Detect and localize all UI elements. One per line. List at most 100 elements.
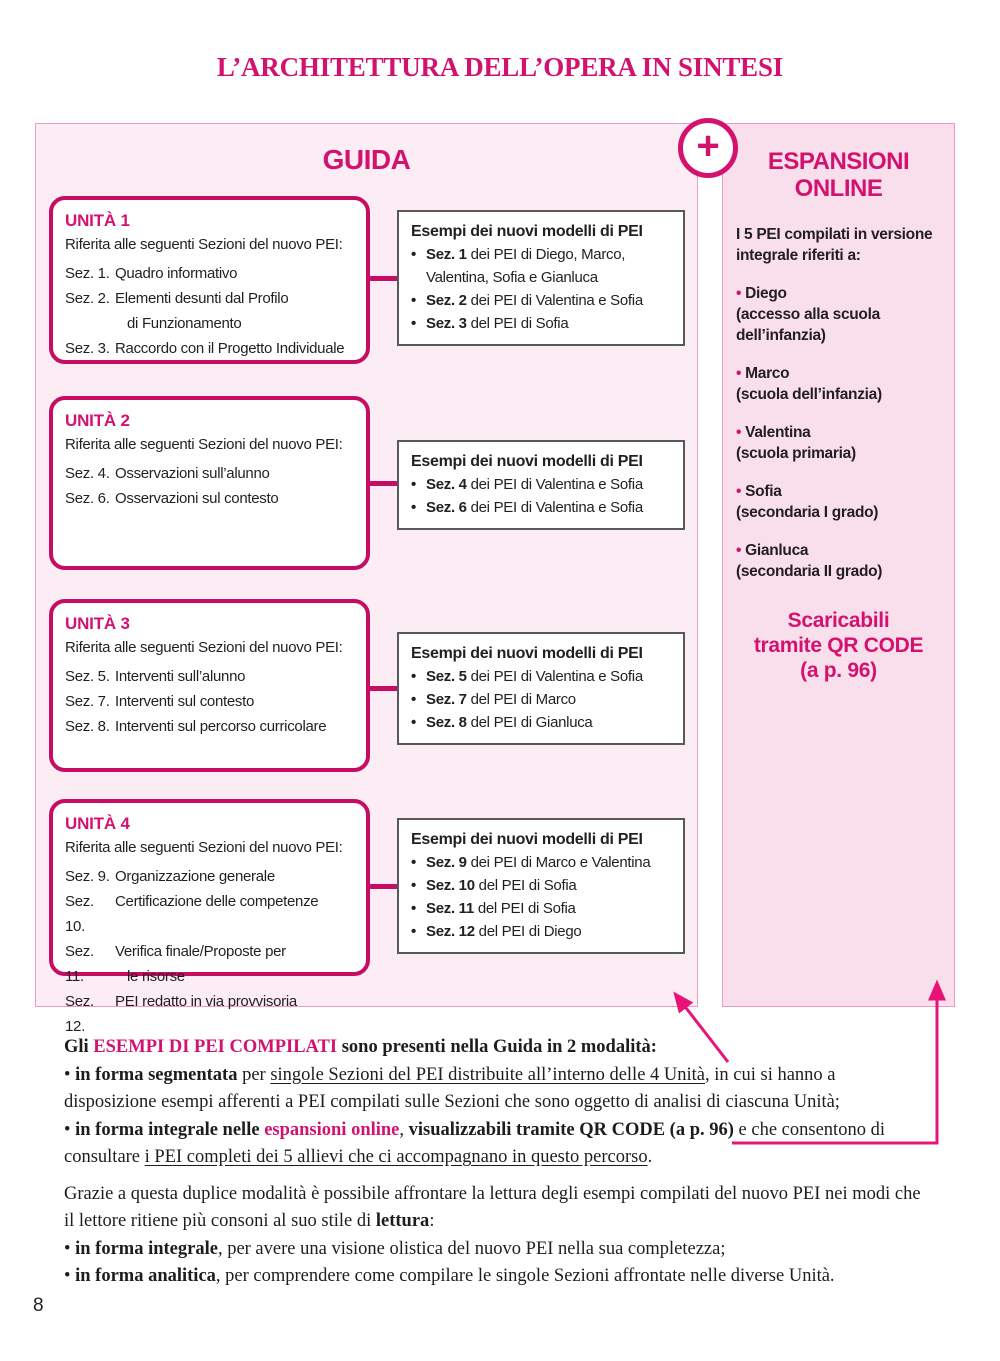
footer-p1-bullet-2: • in forma integrale nelle espansioni on… bbox=[64, 1119, 885, 1168]
section-row: Sez. 11. Verifica finale/Proposte per le… bbox=[65, 939, 354, 989]
connector-line-1 bbox=[366, 276, 399, 281]
esempi-item: • Sez. 6 dei PEI di Valentina e Sofia bbox=[411, 496, 671, 519]
student-detail: (scuola primaria) bbox=[736, 445, 856, 462]
unit-subtitle: Riferita alle seguenti Sezioni del nuovo… bbox=[65, 839, 343, 856]
student-detail: (accesso alla scuola dell’infanzia) bbox=[736, 306, 880, 344]
section-list: Sez. 1. Quadro informativo Sez. 2. Eleme… bbox=[65, 261, 354, 361]
section-label: Sez. 7. bbox=[65, 693, 110, 710]
bullet-icon: • bbox=[411, 877, 416, 894]
esempi-item: • Sez. 8 del PEI di Gianluca bbox=[411, 711, 671, 734]
esempi-item: • Sez. 1 dei PEI di Diego, Marco, Valent… bbox=[411, 243, 671, 289]
bullet-icon: • bbox=[411, 854, 416, 871]
section-text: Osservazioni sul contesto bbox=[115, 490, 279, 507]
espansioni-panel: ESPANSIONI ONLINE I 5 PEI compilati in v… bbox=[722, 123, 955, 1007]
plus-icon: + bbox=[678, 118, 738, 178]
section-text: Verifica finale/Proposte per le risorse bbox=[115, 943, 286, 985]
bullet-icon: • bbox=[411, 315, 416, 332]
section-label: Sez. 11. bbox=[65, 943, 94, 985]
unit-title: UNITÀ 1 bbox=[65, 211, 130, 230]
download-note: Scaricabili tramite QR CODE (a p. 96) bbox=[753, 609, 924, 682]
section-text: Osservazioni sull’alunno bbox=[115, 465, 270, 482]
page-number: 8 bbox=[33, 1295, 44, 1316]
section-row: Sez. 3. Raccordo con il Progetto Individ… bbox=[65, 336, 354, 361]
bullet-icon: • bbox=[411, 292, 416, 309]
esempi-item: • Sez. 10 del PEI di Sofia bbox=[411, 874, 671, 897]
bullet-icon: • bbox=[736, 542, 742, 559]
section-list: Sez. 5. Interventi sull’alunno Sez. 7. I… bbox=[65, 664, 354, 739]
section-label: Sez. 8. bbox=[65, 718, 110, 735]
bullet-icon: • bbox=[411, 691, 416, 708]
section-text: Organizzazione generale bbox=[115, 868, 275, 885]
student-name: •Valentina bbox=[736, 424, 811, 441]
student-item-valentina: •Valentina (scuola primaria) bbox=[736, 422, 941, 464]
section-label: Sez. 5. bbox=[65, 668, 110, 685]
section-row: Sez. 9. Organizzazione generale bbox=[65, 864, 354, 889]
bullet-icon: • bbox=[411, 246, 416, 263]
esempi-heading: Esempi dei nuovi modelli di PEI bbox=[411, 453, 643, 470]
bullet-icon: • bbox=[411, 476, 416, 493]
unit-subtitle: Riferita alle seguenti Sezioni del nuovo… bbox=[65, 639, 343, 656]
footer-p1-intro: Gli ESEMPI DI PEI COMPILATI sono present… bbox=[64, 1037, 657, 1057]
section-row: Sez. 4. Osservazioni sull’alunno bbox=[65, 461, 354, 486]
section-label: Sez. 3. bbox=[65, 340, 110, 357]
section-text: Interventi sull’alunno bbox=[115, 668, 246, 685]
bullet-icon: • bbox=[736, 483, 742, 500]
section-row: Sez. 6. Osservazioni sul contesto bbox=[65, 486, 354, 511]
esempi-heading: Esempi dei nuovi modelli di PEI bbox=[411, 645, 643, 662]
esempi-1-box: Esempi dei nuovi modelli di PEI • Sez. 1… bbox=[397, 210, 685, 346]
footer-p2-intro: Grazie a questa duplice modalità è possi… bbox=[64, 1183, 921, 1232]
esempi-item: • Sez. 9 dei PEI di Marco e Valentina bbox=[411, 851, 671, 874]
footer-text: Gli ESEMPI DI PEI COMPILATI sono present… bbox=[64, 1034, 932, 1291]
guida-heading: GUIDA bbox=[322, 144, 411, 175]
student-name: •Diego bbox=[736, 285, 787, 302]
section-label: Sez. 2. bbox=[65, 290, 110, 307]
section-row: Sez. 5. Interventi sull’alunno bbox=[65, 664, 354, 689]
student-detail: (scuola dell’infanzia) bbox=[736, 386, 882, 403]
unit-title: UNITÀ 2 bbox=[65, 411, 130, 430]
connector-line-4 bbox=[366, 884, 399, 889]
espansioni-heading-line2: ONLINE bbox=[794, 175, 883, 202]
esempi-item: • Sez. 7 del PEI di Marco bbox=[411, 688, 671, 711]
esempi-item: • Sez. 12 del PEI di Diego bbox=[411, 920, 671, 943]
footer-p1-bullet-1: • in forma segmentata per singole Sezion… bbox=[64, 1064, 840, 1113]
bullet-icon: • bbox=[736, 285, 742, 302]
section-row: Sez. 1. Quadro informativo bbox=[65, 261, 354, 286]
section-row: Sez. 2. Elementi desunti dal Profilo di … bbox=[65, 286, 354, 336]
section-label: Sez. 6. bbox=[65, 490, 110, 507]
unit-1-box: UNITÀ 1 Riferita alle seguenti Sezioni d… bbox=[49, 196, 370, 364]
esempi-item: • Sez. 4 dei PEI di Valentina e Sofia bbox=[411, 473, 671, 496]
footer-p2-bullet-2: • in forma analitica, per comprendere co… bbox=[64, 1266, 835, 1286]
student-item-sofia: •Sofia (secondaria I grado) bbox=[736, 481, 941, 523]
bullet-icon: • bbox=[411, 668, 416, 685]
section-text: Interventi sul percorso curricolare bbox=[115, 718, 327, 735]
footer-paragraph-2: Grazie a questa duplice modalità è possi… bbox=[64, 1181, 932, 1291]
student-name: •Sofia bbox=[736, 483, 782, 500]
footer-p2-bullet-1: • in forma integrale, per avere una visi… bbox=[64, 1238, 726, 1259]
esempi-item: • Sez. 3 del PEI di Sofia bbox=[411, 312, 671, 335]
section-label: Sez. 9. bbox=[65, 868, 110, 885]
section-text: Interventi sul contesto bbox=[115, 693, 255, 710]
esempi-item: • Sez. 11 del PEI di Sofia bbox=[411, 897, 671, 920]
section-label: Sez. 4. bbox=[65, 465, 110, 482]
student-item-diego: •Diego (accesso alla scuola dell’infanzi… bbox=[736, 283, 941, 346]
unit-subtitle: Riferita alle seguenti Sezioni del nuovo… bbox=[65, 436, 343, 453]
esempi-2-box: Esempi dei nuovi modelli di PEI • Sez. 4… bbox=[397, 440, 685, 530]
section-row: Sez. 7. Interventi sul contesto bbox=[65, 689, 354, 714]
section-row: Sez. 10. Certificazione delle competenze bbox=[65, 889, 354, 939]
unit-subtitle: Riferita alle seguenti Sezioni del nuovo… bbox=[65, 236, 343, 253]
student-name: •Gianluca bbox=[736, 542, 809, 559]
esempi-heading: Esempi dei nuovi modelli di PEI bbox=[411, 831, 643, 848]
bullet-icon: • bbox=[411, 923, 416, 940]
bullet-icon: • bbox=[736, 365, 742, 382]
student-detail: (secondaria I grado) bbox=[736, 504, 879, 521]
page-title: L’ARCHITETTURA DELL’OPERA IN SINTESI bbox=[216, 52, 784, 82]
section-list: Sez. 4. Osservazioni sull’alunno Sez. 6.… bbox=[65, 461, 354, 511]
unit-title: UNITÀ 3 bbox=[65, 614, 130, 633]
bullet-icon: • bbox=[411, 714, 416, 731]
section-text: Raccordo con il Progetto Individuale bbox=[115, 340, 345, 357]
connector-line-2 bbox=[366, 481, 399, 486]
espansioni-heading: ESPANSIONI ONLINE bbox=[736, 148, 941, 202]
esempi-heading: Esempi dei nuovi modelli di PEI bbox=[411, 223, 643, 240]
student-item-gianluca: •Gianluca (secondaria II grado) bbox=[736, 540, 941, 582]
unit-3-box: UNITÀ 3 Riferita alle seguenti Sezioni d… bbox=[49, 599, 370, 772]
